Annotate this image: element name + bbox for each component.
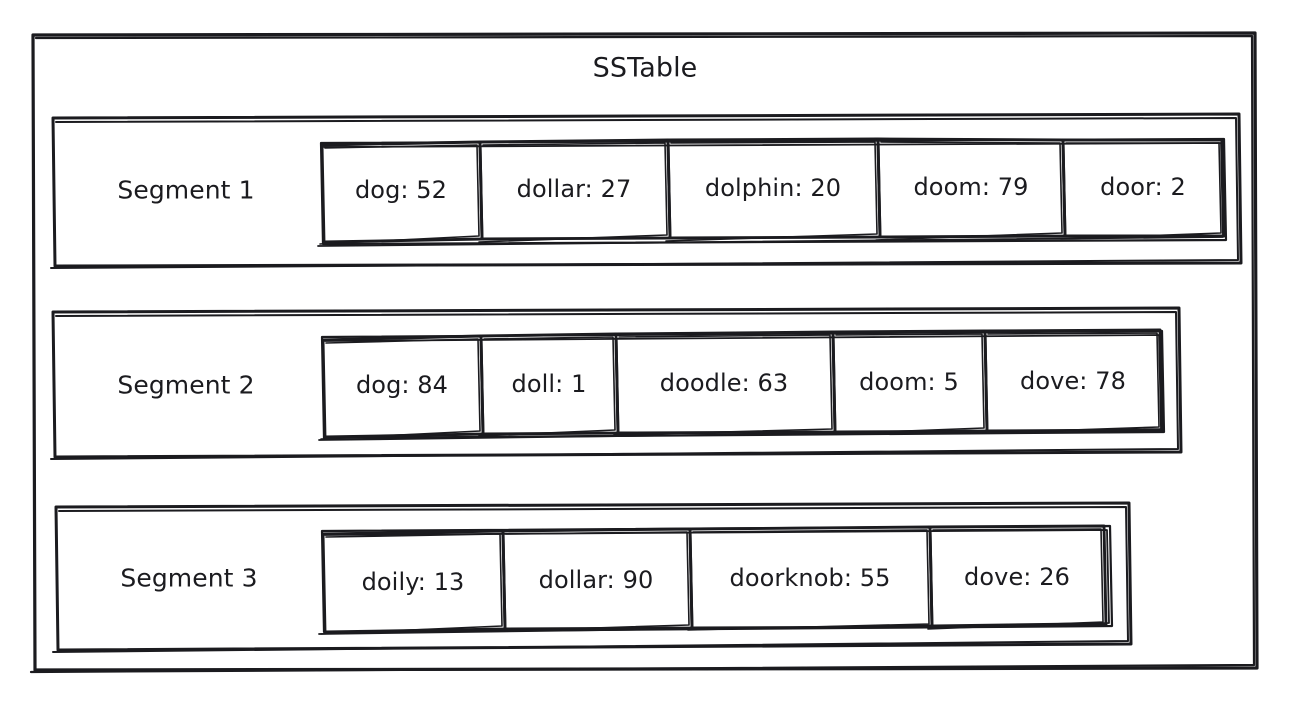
- segment-1-cell-3[interactable]: [665, 137, 882, 242]
- segment-row-3[interactable]: [52, 501, 1133, 653]
- segment-1-cell-2[interactable]: [478, 138, 672, 243]
- segment-3-cells: [318, 524, 1114, 635]
- segment-1-cell-5[interactable]: [1060, 138, 1226, 240]
- segment-row-2[interactable]: [50, 306, 1183, 460]
- segment-1-cell-4[interactable]: [875, 137, 1067, 241]
- segment-3-cell-4[interactable]: [927, 524, 1108, 630]
- segment-3-cell-1[interactable]: [320, 529, 507, 635]
- segment-2-cell-2[interactable]: [478, 332, 620, 437]
- segment-2-cell-3[interactable]: [613, 330, 837, 436]
- segment-3-cell-3[interactable]: [687, 525, 934, 631]
- segment-3-cell-2[interactable]: [500, 527, 694, 632]
- segment-1-cells: [317, 137, 1228, 247]
- segment-2-cell-5[interactable]: [982, 328, 1164, 434]
- segment-1-cell-1[interactable]: [319, 140, 484, 245]
- segment-row-1[interactable]: [50, 112, 1243, 269]
- segment-2-cell-1[interactable]: [320, 334, 485, 440]
- sstable-outer-box: [29, 31, 1259, 674]
- segment-2-cell-4[interactable]: [830, 329, 989, 435]
- segment-2-cells: [318, 328, 1166, 441]
